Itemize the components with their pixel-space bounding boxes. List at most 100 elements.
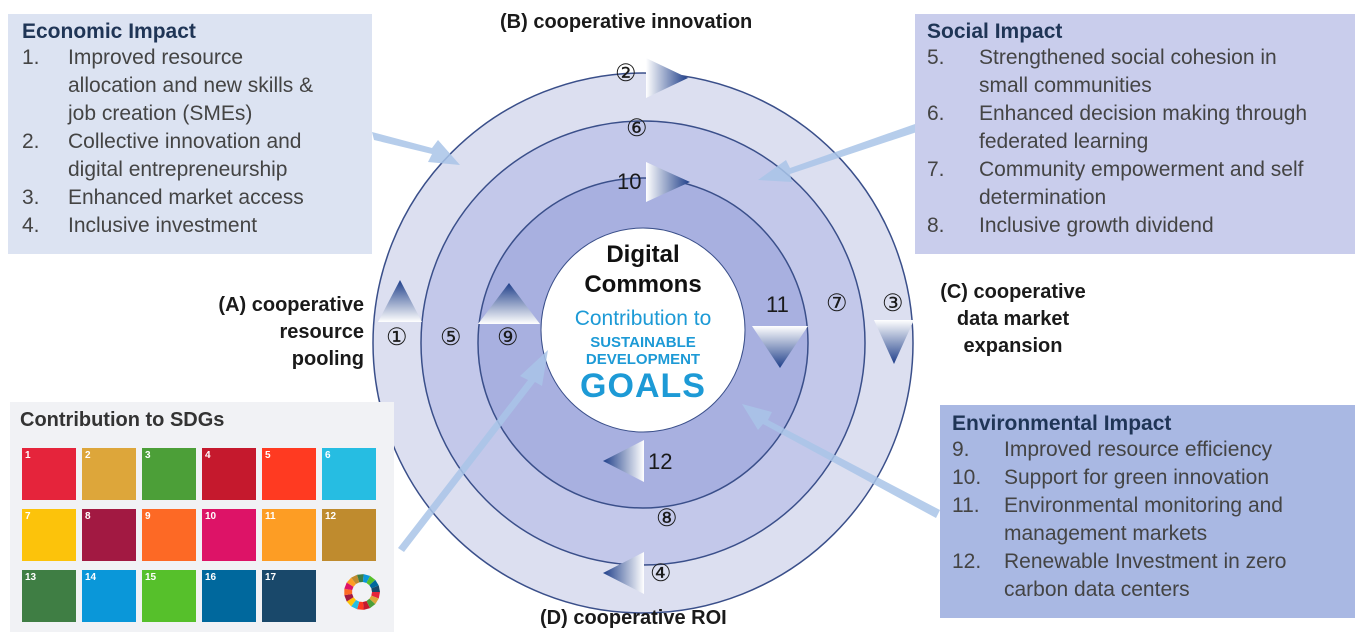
arrow-3-down-icon (874, 320, 914, 364)
wheel-segment (366, 575, 376, 586)
list-item: 3. Enhanced market access (22, 184, 372, 212)
arrow-12-left-icon (603, 440, 644, 482)
sdg-panel-title: Contribution to SDGs (20, 409, 225, 431)
marker-8: ⑧ (656, 505, 678, 532)
item-line: digital entrepreneurship (68, 158, 288, 181)
wheel-segment (357, 574, 364, 583)
label-a-line3: pooling (291, 348, 364, 370)
label-a-line1: (A) cooperative (218, 294, 364, 316)
marker-11: 11 (766, 292, 789, 317)
sdg-tile-11: 11 (262, 509, 316, 561)
marker-9: ⑨ (497, 324, 519, 351)
wheel-segment (369, 595, 379, 605)
item-number: 7. (927, 158, 945, 181)
wheel-segment (362, 600, 371, 610)
item-line: Collective innovation and (68, 130, 302, 153)
center-disc (540, 227, 746, 433)
item-line: Support for green innovation (1004, 466, 1270, 489)
item-line: Enhanced decision making through (979, 102, 1308, 125)
label-c: (C) cooperative data market expansion (928, 279, 1098, 360)
sdg-tile-3: 3 (142, 448, 196, 500)
wheel-segment (357, 601, 364, 610)
item-number: 4. (22, 214, 40, 237)
item-number: 11. (952, 494, 980, 517)
sdg-tile-number: 6 (325, 450, 331, 461)
label-c-line2: data market (956, 308, 1070, 330)
arrow-1-up-icon (378, 280, 422, 322)
label-a: (A) cooperative resource pooling (180, 292, 364, 373)
item-number: 8. (927, 214, 945, 237)
item-line: Improved resource (68, 46, 244, 69)
wheel-segment (346, 577, 356, 587)
item-line: Inclusive investment (68, 214, 258, 237)
item-number: 6. (927, 102, 945, 125)
label-a-line2: resource (279, 321, 365, 343)
sdg-tile-9: 9 (142, 509, 196, 561)
sdg-tile-15: 15 (142, 570, 196, 622)
marker-2: ② (615, 60, 637, 87)
environmental-impact-title: Environmental Impact (952, 412, 1172, 435)
item-number: 2. (22, 130, 40, 153)
item-number: 5. (927, 46, 945, 69)
sdg-tile-number: 3 (145, 450, 151, 461)
wheel-segment (344, 582, 354, 591)
sdg-tile-number: 8 (85, 511, 91, 522)
item-number: 3. (22, 186, 40, 209)
marker-10: 10 (617, 169, 642, 194)
item-number: 10. (952, 466, 982, 489)
sdg-tile-number: 7 (25, 511, 31, 522)
sdg-tile-17: 17 (262, 570, 316, 622)
sdg-tile-number: 10 (205, 511, 217, 522)
sdg-tile-number: 4 (205, 450, 211, 461)
marker-7: ⑦ (826, 290, 848, 317)
sdg-tile-16: 16 (202, 570, 256, 622)
sdg-tile-number: 12 (325, 511, 337, 522)
sdg-tile-5: 5 (262, 448, 316, 500)
item-line: Community empowerment and self (979, 158, 1304, 181)
item-line: job creation (SMEs) (68, 102, 253, 125)
wheel-segment (369, 579, 379, 589)
item-line: Strengthened social cohesion in (979, 46, 1277, 69)
sdg-logo-line3: GOALS (580, 367, 706, 405)
marker-3: ③ (882, 290, 904, 317)
sdg-tile-1: 1 (22, 448, 76, 500)
item-line: Enhanced market access (68, 186, 304, 209)
list-item: 9.Improved resource efficiency (952, 436, 1355, 464)
sdg-tile-13: 13 (22, 570, 76, 622)
sdg-tile-10: 10 (202, 509, 256, 561)
list-item: 10. Support for green innovation (952, 464, 1355, 492)
wheel-segment (371, 585, 380, 592)
item-number: 1. (22, 46, 40, 69)
arrow-4-left-icon (603, 552, 644, 594)
arrow-11-down-icon (752, 326, 808, 368)
sdg-tile-7: 7 (22, 509, 76, 561)
environmental-impact-list: 9.Improved resource efficiency 10. Suppor… (952, 436, 1355, 604)
item-line: management markets (1004, 522, 1208, 545)
item-line: Inclusive growth dividend (979, 214, 1214, 237)
wheel-segment (362, 574, 371, 584)
item-line: allocation and new skills & (68, 74, 314, 97)
label-c-line3: expansion (963, 335, 1063, 357)
item-line: federated learning (979, 130, 1149, 153)
center-title: Digital Commons (560, 240, 726, 300)
sdg-connector-arrow (398, 350, 548, 552)
wheel-segment (366, 598, 376, 609)
sdg-tile-number: 13 (25, 572, 37, 583)
arrow-9-up-icon (478, 283, 540, 324)
sdg-tile-8: 8 (82, 509, 136, 561)
sdg-tile-number: 17 (265, 572, 277, 583)
environmental-impact-box: Environmental Impact 9.Improved resource… (940, 405, 1355, 618)
wheel-segment (351, 599, 360, 610)
sdg-logo-line1: SUSTAINABLE (590, 334, 696, 351)
sdg-tile-2: 2 (82, 448, 136, 500)
sdg-tile-number: 9 (145, 511, 151, 522)
sdg-tile-number: 14 (85, 572, 97, 583)
item-number: 9. (952, 438, 970, 461)
economic-connector-arrow (372, 132, 460, 165)
list-item: 8. Inclusive growth dividend (927, 212, 1355, 240)
